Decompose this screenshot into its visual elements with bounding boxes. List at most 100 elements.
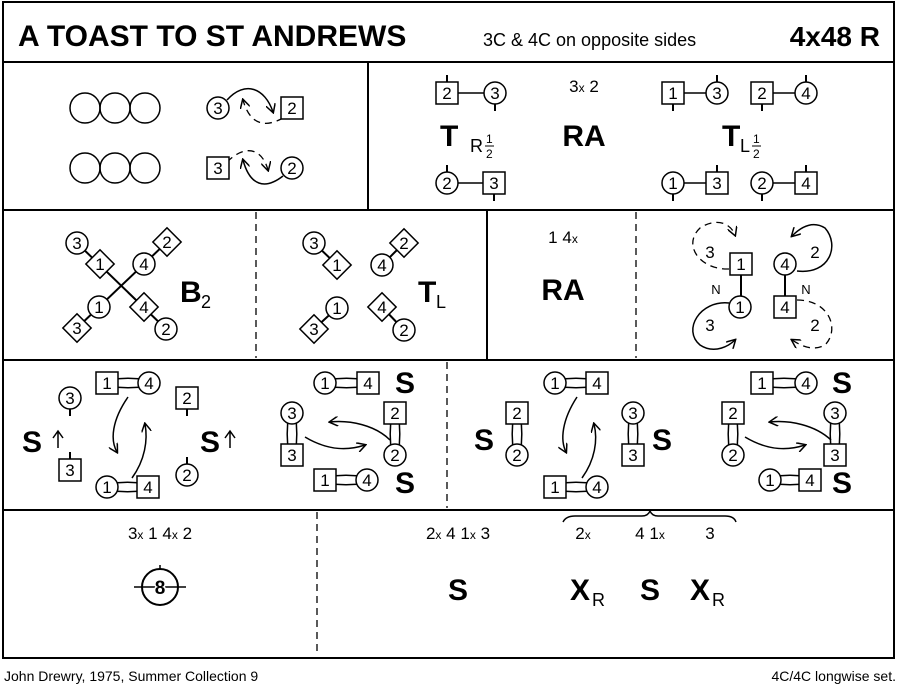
setting-label: S (448, 574, 468, 607)
man-dancer: 1 (321, 249, 353, 281)
woman-dancer: 4 (370, 253, 394, 277)
formation-text: 3C & 4C on opposite sides (483, 30, 696, 50)
balance-sub: 2 (201, 292, 211, 312)
man-dancer: 3 (61, 312, 93, 344)
man-dancer: 4 (794, 165, 818, 195)
man-dancer: 4 (366, 291, 398, 323)
man-dancer: 4 (136, 475, 160, 499)
arrow-up-icon (224, 429, 236, 448)
dancer-number: 3 (309, 320, 318, 339)
dancer-number: 3 (72, 234, 81, 253)
dancer-number: 3 (712, 84, 721, 103)
woman-dancer: 4 (773, 252, 797, 276)
turn-right-sub: R (470, 136, 483, 156)
turn-left-sub: L (740, 136, 750, 156)
setting-label: S (22, 426, 42, 459)
dancer-number: 2 (757, 174, 766, 193)
woman-dancer: 1 (758, 468, 782, 492)
dancer-number: 1 (102, 478, 111, 497)
dancer-number: 3 (309, 234, 318, 253)
dancer-number: 2 (182, 389, 191, 408)
man-dancer: 4 (356, 371, 380, 395)
woman-dancer: 2 (383, 443, 407, 467)
woman-dancer: 1 (728, 295, 752, 319)
cross-label: X (570, 574, 590, 607)
cross-label: X (690, 574, 710, 607)
dancer-number: 3 (490, 84, 499, 103)
man-dancer: 1 (729, 252, 753, 276)
turn-left-frac-den: 2 (753, 147, 760, 161)
nearer-hand-label: N (711, 282, 720, 297)
woman-dancer: 1 (543, 371, 567, 395)
man-dancer: 4 (773, 295, 797, 319)
cross-lines (76, 241, 405, 331)
man-dancer: 1 (95, 371, 119, 395)
woman-dancer: 2 (721, 443, 745, 467)
man-dancer: 4 (798, 468, 822, 492)
woman-dancer: 2 (750, 171, 774, 201)
dancer-number: 1 (550, 374, 559, 393)
dancer-number: 1 (736, 255, 745, 274)
crib-text: 1 4x (548, 228, 578, 247)
dancer-number: 4 (377, 298, 386, 317)
dancer-number: 2 (390, 404, 399, 423)
dancer-number: 1 (668, 174, 677, 193)
man-dancer: 3 (823, 443, 847, 467)
dancer-number: 1 (757, 374, 766, 393)
dancer-number: 4 (801, 174, 810, 193)
dancer-number: 4 (801, 84, 810, 103)
turn-left-label: T (722, 120, 740, 153)
crib-text: 2x 4 1x 3 (426, 524, 490, 543)
dance-type: 4x48 R (790, 21, 880, 52)
dancer-number: 4 (139, 255, 148, 274)
turn-left-frac-num: 1 (753, 132, 760, 146)
dancer-number: 2 (442, 174, 451, 193)
setting-label: S (395, 367, 415, 400)
man-dancer: 1 (661, 81, 685, 111)
set-text: 4C/4C longwise set. (771, 668, 896, 684)
man-dancer: 3 (705, 165, 729, 195)
dancer-number: 2 (182, 466, 191, 485)
dancer-number: 3 (287, 404, 296, 423)
woman-dancer: 2 (435, 165, 459, 195)
rights-and-lefts-label: RA (541, 274, 584, 307)
turn-right-label: T (440, 120, 458, 153)
credit-text: John Drewry, 1975, Summer Collection 9 (4, 668, 258, 684)
change-arrows (226, 88, 284, 185)
woman-dancer: 4 (355, 468, 379, 492)
woman-dancer: 4 (132, 252, 156, 276)
crib-text: 3x 2 (569, 77, 599, 96)
circle-eight-icon (134, 565, 186, 606)
dancer-number: 4 (143, 478, 152, 497)
dancer-number: 3 (65, 461, 74, 480)
man-dancer: 3 (58, 452, 82, 482)
dancer-number: 3 (712, 174, 721, 193)
man-dancer: 2 (383, 401, 407, 425)
man-dancer: 2 (151, 226, 183, 258)
woman-dancer: 3 (280, 401, 304, 425)
dancer-number: 1 (332, 256, 341, 275)
woman-dancer: 3 (823, 401, 847, 425)
crib-text: 3 (705, 524, 714, 543)
arrow-up-icon (52, 429, 64, 448)
loop-label: 2 (810, 316, 819, 335)
dancer-number: 4 (805, 471, 814, 490)
woman-dancer: 2 (392, 318, 416, 342)
man-dancer: 2 (721, 401, 745, 425)
setting-label: S (832, 467, 852, 500)
dancer-number: 3 (287, 446, 296, 465)
woman-dancer: 2 (505, 443, 529, 467)
dancer-number: 4 (139, 298, 148, 317)
loop-label: 3 (705, 243, 714, 262)
exchange-arrows (113, 396, 832, 479)
outer-frame (2, 1, 895, 659)
loop-arrows (692, 221, 833, 350)
dancer-number: 2 (399, 321, 408, 340)
dancer-number: 4 (363, 374, 372, 393)
man-dancer: 3 (298, 313, 330, 345)
dancer-number: 1 (735, 298, 744, 317)
man-dancer: 2 (750, 81, 774, 111)
circle-number: 8 (155, 578, 166, 599)
dancer-number: 2 (287, 159, 296, 178)
dancer-number: 3 (213, 99, 222, 118)
